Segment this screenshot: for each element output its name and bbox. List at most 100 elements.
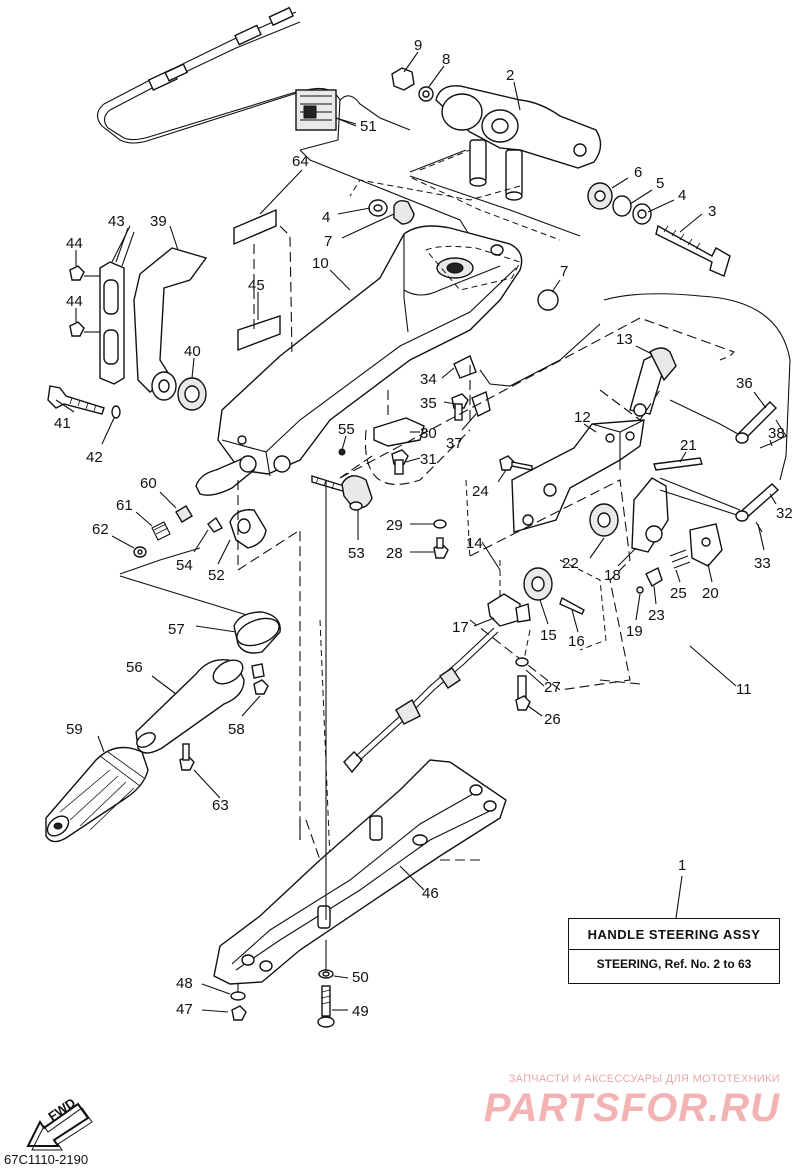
callout-57: 57	[168, 621, 185, 638]
shift-gear-parts	[589, 477, 741, 594]
callout-2: 2	[506, 67, 514, 84]
assembly-subtitle: STEERING, Ref. No. 2 to 63	[596, 957, 752, 971]
steering-handle-body	[217, 225, 523, 477]
callout-26: 26	[544, 711, 561, 728]
callout-52: 52	[208, 567, 225, 584]
callout-53: 53	[348, 545, 365, 562]
sub-assembly-guides	[319, 479, 607, 861]
callout-60: 60	[140, 475, 157, 492]
sub-assembly-box-11	[299, 317, 736, 861]
leader-lines	[55, 51, 777, 1013]
gear-bolt	[515, 657, 531, 711]
callout-12: 12	[574, 409, 591, 426]
shift-link-rods	[603, 293, 791, 533]
side-bolt-and-washer	[47, 385, 121, 419]
callout-40: 40	[184, 343, 201, 360]
callout-44a: 44	[66, 235, 83, 252]
forward-arrow-icon	[26, 1102, 93, 1151]
callout-54: 54	[176, 557, 193, 574]
callout-8: 8	[442, 51, 450, 68]
drawing-code: 67C1110-2190	[4, 1152, 89, 1167]
callout-56: 56	[126, 659, 143, 676]
callout-34: 34	[420, 371, 437, 388]
throttle-tube	[135, 659, 265, 754]
callout-13: 13	[616, 331, 633, 348]
callout-18: 18	[604, 567, 621, 584]
callout-4: 4	[678, 187, 686, 204]
callout-7b: 7	[560, 263, 568, 280]
callout-59: 59	[66, 721, 83, 738]
callout-5: 5	[656, 175, 664, 192]
callout-14: 14	[466, 535, 483, 552]
callout-47: 47	[176, 1001, 193, 1018]
friction-knob	[311, 475, 373, 511]
callout-1: 1	[678, 857, 686, 874]
callout-10: 10	[312, 255, 329, 272]
shift-cable-rod	[343, 627, 499, 774]
callout-20: 20	[702, 585, 719, 602]
callout-16: 16	[568, 633, 585, 650]
callout-35: 35	[420, 395, 437, 412]
callout-19: 19	[626, 623, 643, 640]
side-bracket-assembly	[69, 225, 208, 401]
watermark-logo: PARTSFOR.RU	[483, 1086, 780, 1130]
callout-62: 62	[92, 521, 109, 538]
callout-32: 32	[776, 505, 793, 522]
callout-44b: 44	[66, 293, 83, 310]
callout-42: 42	[86, 449, 103, 466]
callout-28: 28	[386, 545, 403, 562]
callout-30: 30	[420, 425, 437, 442]
assembly-title: HANDLE STEERING ASSY	[587, 927, 761, 942]
ring-screw	[253, 679, 269, 695]
callout-64: 64	[292, 153, 309, 170]
callout-51: 51	[360, 118, 377, 135]
callout-24: 24	[472, 483, 489, 500]
cable-junction-block	[295, 89, 357, 131]
callout-38: 38	[768, 425, 785, 442]
callout-50: 50	[352, 969, 369, 986]
callout-21: 21	[680, 437, 697, 454]
callout-36: 36	[736, 375, 753, 392]
shift-lever	[629, 347, 677, 417]
callout-3: 3	[708, 203, 716, 220]
cover-screws	[230, 940, 335, 1028]
watermark-tagline: ЗАПЧАСТИ И АКСЕССУАРЫ ДЛЯ МОТОТЕХНИКИ	[508, 1073, 780, 1085]
callout-49: 49	[352, 1003, 369, 1020]
callout-58: 58	[228, 721, 245, 738]
callout-45: 45	[248, 277, 265, 294]
callout-9: 9	[414, 37, 422, 54]
callout-22: 22	[562, 555, 579, 572]
callout-39: 39	[150, 213, 167, 230]
lower-gear-parts	[487, 567, 585, 627]
callout-23: 23	[648, 607, 665, 624]
callout-31: 31	[420, 451, 437, 468]
callout-55: 55	[338, 421, 355, 438]
throttle-grip	[45, 746, 149, 843]
top-guide-lines	[349, 149, 561, 241]
bracket-washer-bolt	[433, 519, 449, 559]
callout-15: 15	[540, 627, 557, 644]
bracket-outline-lines	[409, 149, 581, 237]
handle-lower-clips	[338, 323, 601, 485]
assembly-reference-box: HANDLE STEERING ASSY STEERING, Ref. No. …	[568, 918, 780, 984]
callout-61: 61	[116, 497, 133, 514]
grip-end-parts	[119, 455, 301, 820]
callout-48: 48	[176, 975, 193, 992]
callout-7: 7	[324, 233, 332, 250]
pivot-bushing	[177, 377, 207, 411]
handle-upper-bushings	[368, 199, 559, 311]
callout-4b: 4	[322, 209, 330, 226]
callout-27: 27	[544, 679, 561, 696]
assembly-divider	[569, 949, 779, 950]
callout-43: 43	[108, 213, 125, 230]
callout-17: 17	[452, 619, 469, 636]
bracket-bolt	[499, 455, 533, 471]
pivot-bolt-stack	[587, 182, 731, 277]
callout-numbers: 9 8 2 51 64 6 5 4 3 43 39 4 7 10 44 44 4…	[54, 37, 793, 1020]
control-cable-path	[299, 480, 327, 920]
callout-33: 33	[754, 555, 771, 572]
bottom-cover-plate	[213, 759, 507, 985]
callout-41: 41	[54, 415, 71, 432]
